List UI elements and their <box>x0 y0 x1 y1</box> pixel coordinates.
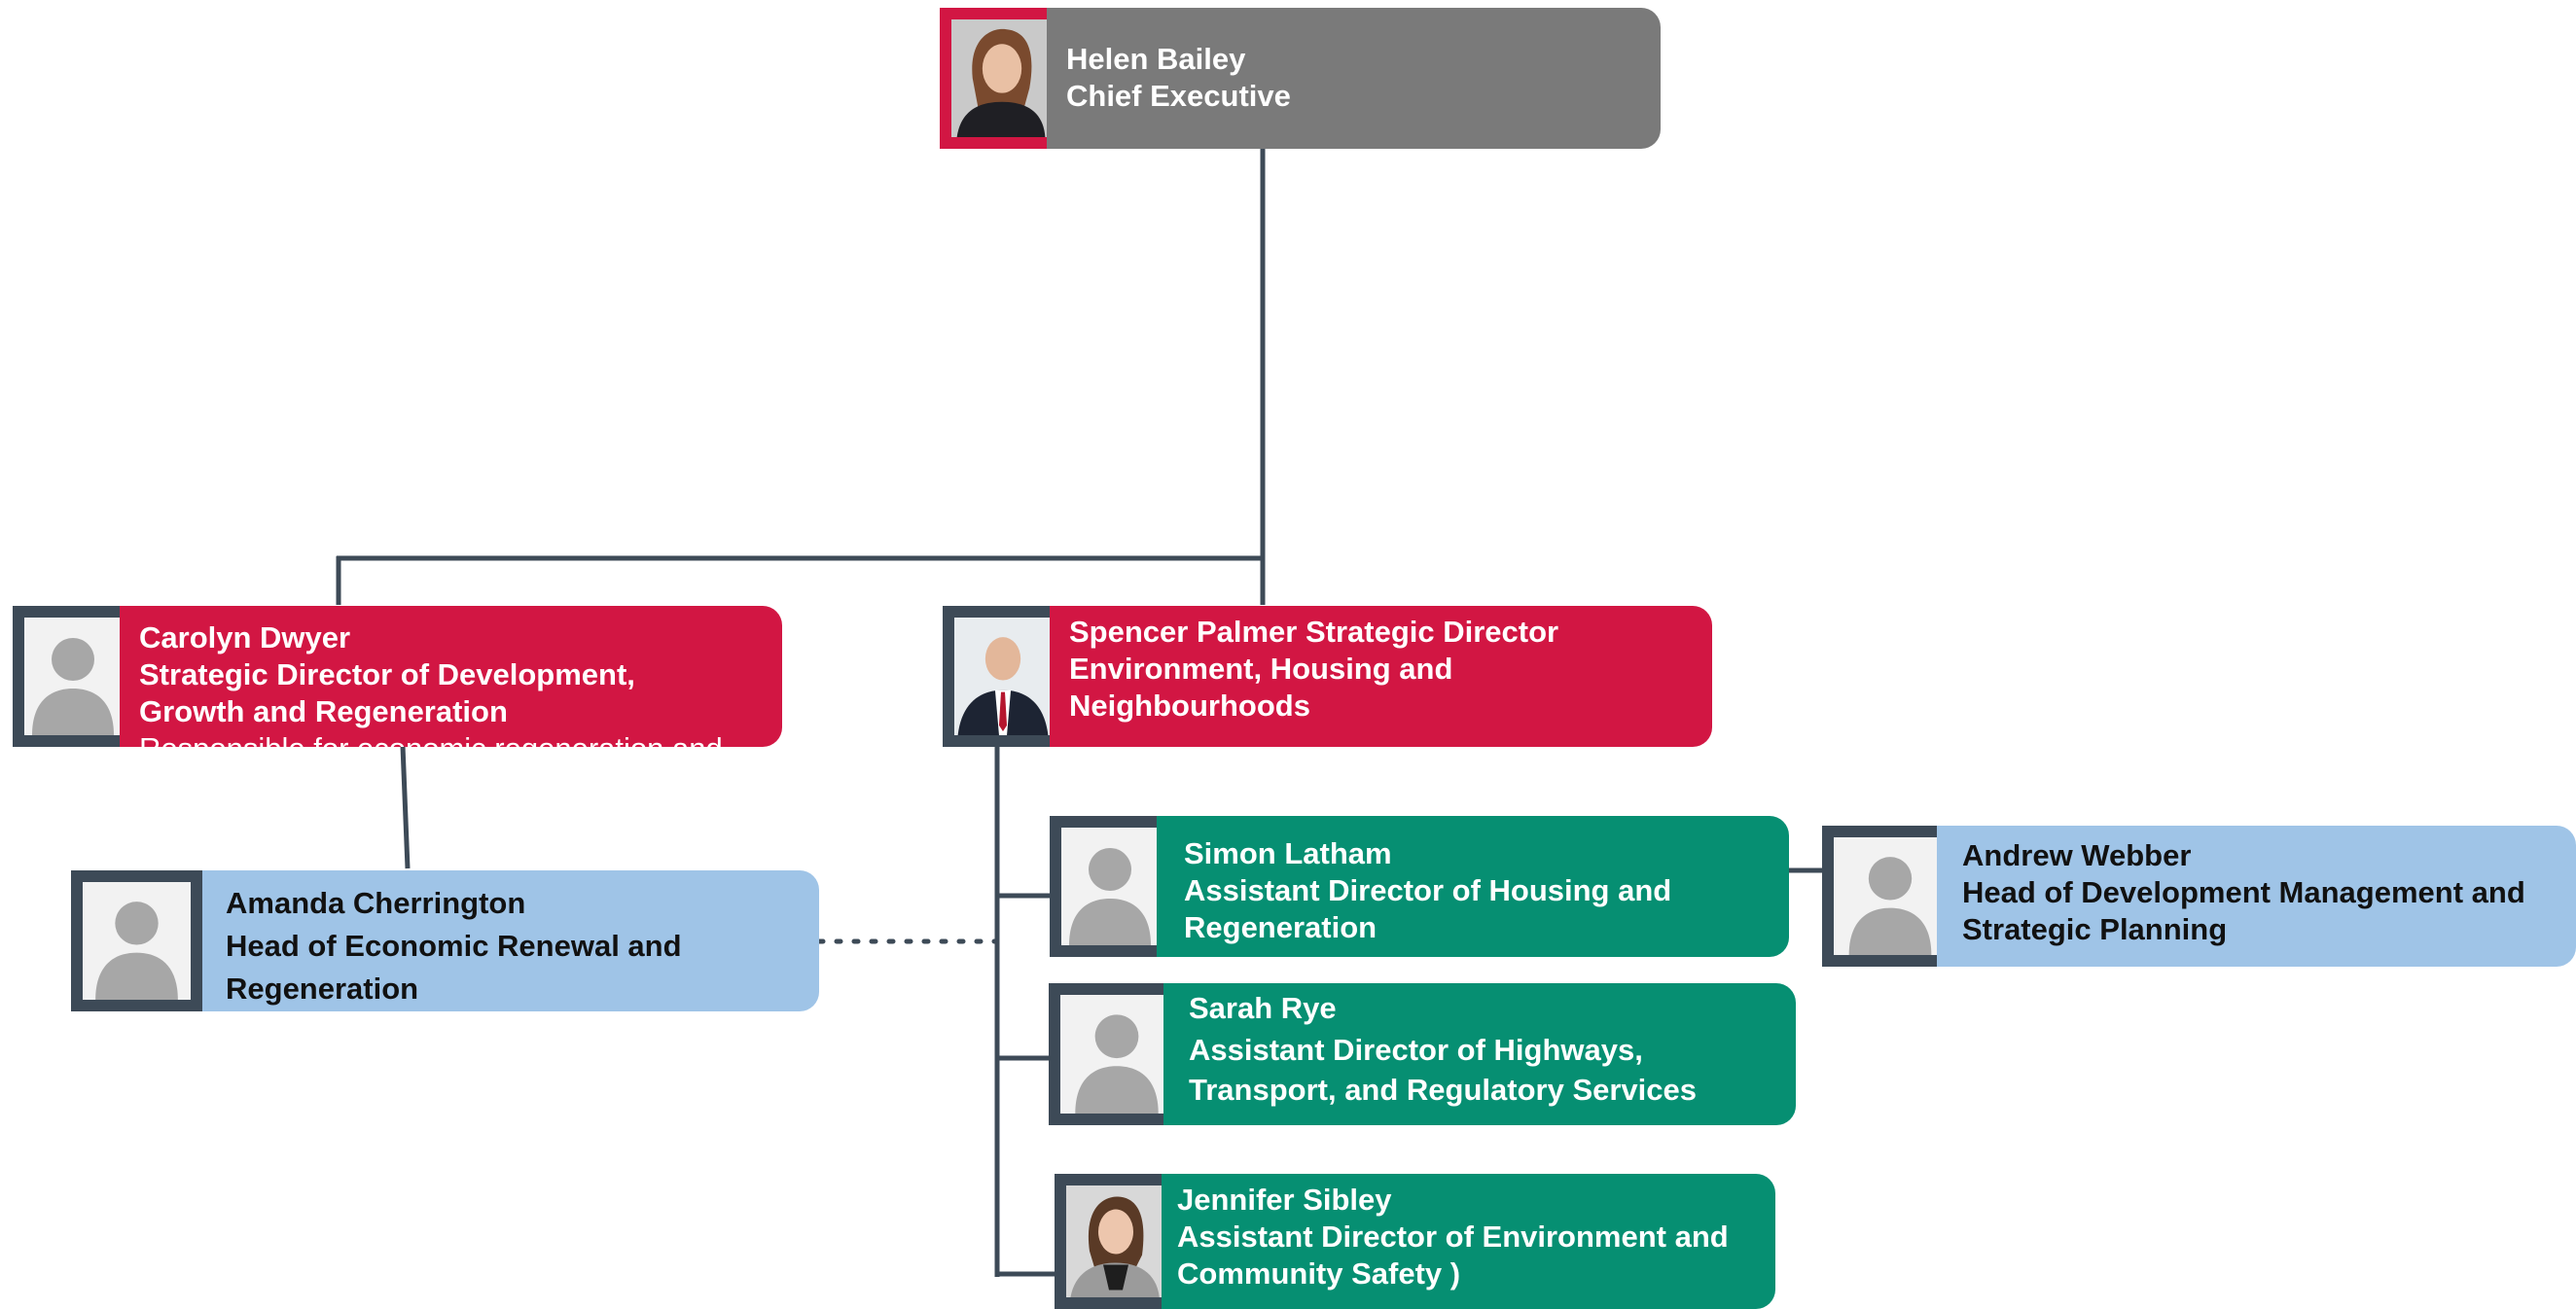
person-card-amanda-cherrington[interactable]: Amanda Cherrington Head of Economic Rene… <box>71 870 819 1011</box>
person-title: Transport, and Regulatory Services <box>1189 1073 1698 1107</box>
portrait-photo-icon <box>954 618 1052 735</box>
person-card-carolyn-dwyer[interactable]: Carolyn Dwyer Strategic Director of Deve… <box>13 606 782 747</box>
person-photo <box>940 8 1060 149</box>
person-title: Environment, Housing and <box>1069 652 1453 686</box>
person-name: Andrew Webber <box>1962 838 2192 872</box>
person-photo <box>1055 1174 1175 1309</box>
person-card-helen-bailey[interactable]: Helen Bailey Chief Executive <box>940 8 1661 149</box>
person-photo <box>13 606 133 747</box>
person-description: Responsible for economic regeneration an… <box>139 730 782 747</box>
connector-carolyn-amanda <box>400 745 411 869</box>
placeholder-avatar-icon <box>1067 995 1166 1114</box>
person-title: Assistant Director of Highways, <box>1189 1033 1643 1067</box>
placeholder-avatar-icon <box>88 882 186 1000</box>
person-card-andrew-webber[interactable]: Andrew Webber Head of Development Manage… <box>1822 826 2576 967</box>
person-title: Community Safety ) <box>1177 1256 1461 1291</box>
portrait-photo-icon <box>951 19 1049 137</box>
person-card-jennifer-sibley[interactable]: Jennifer Sibley Assistant Director of En… <box>1055 1174 1775 1309</box>
person-title: Growth and Regeneration <box>139 694 508 728</box>
person-photo <box>1822 826 1958 967</box>
person-title: Strategic Planning <box>1962 912 2228 946</box>
person-photo <box>1050 816 1170 957</box>
placeholder-avatar-icon <box>1061 829 1159 945</box>
person-name: Sarah Rye <box>1189 991 1337 1025</box>
person-name: Spencer Palmer Strategic Director <box>1069 615 1559 649</box>
person-card-simon-latham[interactable]: Simon Latham Assistant Director of Housi… <box>1050 816 1789 957</box>
person-title: Assistant Director of Environment and <box>1177 1220 1729 1254</box>
person-title: Chief Executive <box>1066 79 1291 113</box>
portrait-photo-icon <box>1066 1185 1163 1297</box>
person-name: Simon Latham <box>1184 836 1392 870</box>
person-card-sarah-rye[interactable]: Sarah Rye Assistant Director of Highways… <box>1049 983 1796 1125</box>
person-name: Jennifer Sibley <box>1177 1183 1392 1217</box>
person-title: Head of Development Management and <box>1962 875 2525 909</box>
person-title: Strategic Director of Development, <box>139 657 635 691</box>
person-title: Assistant Director of Housing and <box>1184 873 1672 907</box>
person-name: Amanda Cherrington <box>226 886 526 920</box>
person-title: Regeneration <box>226 972 419 1006</box>
person-name: Carolyn Dwyer <box>139 620 351 654</box>
person-title: Head of Economic Renewal and <box>226 929 682 963</box>
person-title: Regeneration <box>1184 910 1377 944</box>
person-photo <box>1049 983 1185 1125</box>
person-name: Helen Bailey <box>1066 42 1246 76</box>
placeholder-avatar-icon <box>1841 837 1940 955</box>
placeholder-avatar-icon <box>24 619 122 735</box>
person-photo <box>71 870 202 1011</box>
person-photo <box>943 606 1063 747</box>
person-card-spencer-palmer[interactable]: Spencer Palmer Strategic Director Enviro… <box>943 606 1712 747</box>
person-title: Neighbourhoods <box>1069 689 1310 723</box>
